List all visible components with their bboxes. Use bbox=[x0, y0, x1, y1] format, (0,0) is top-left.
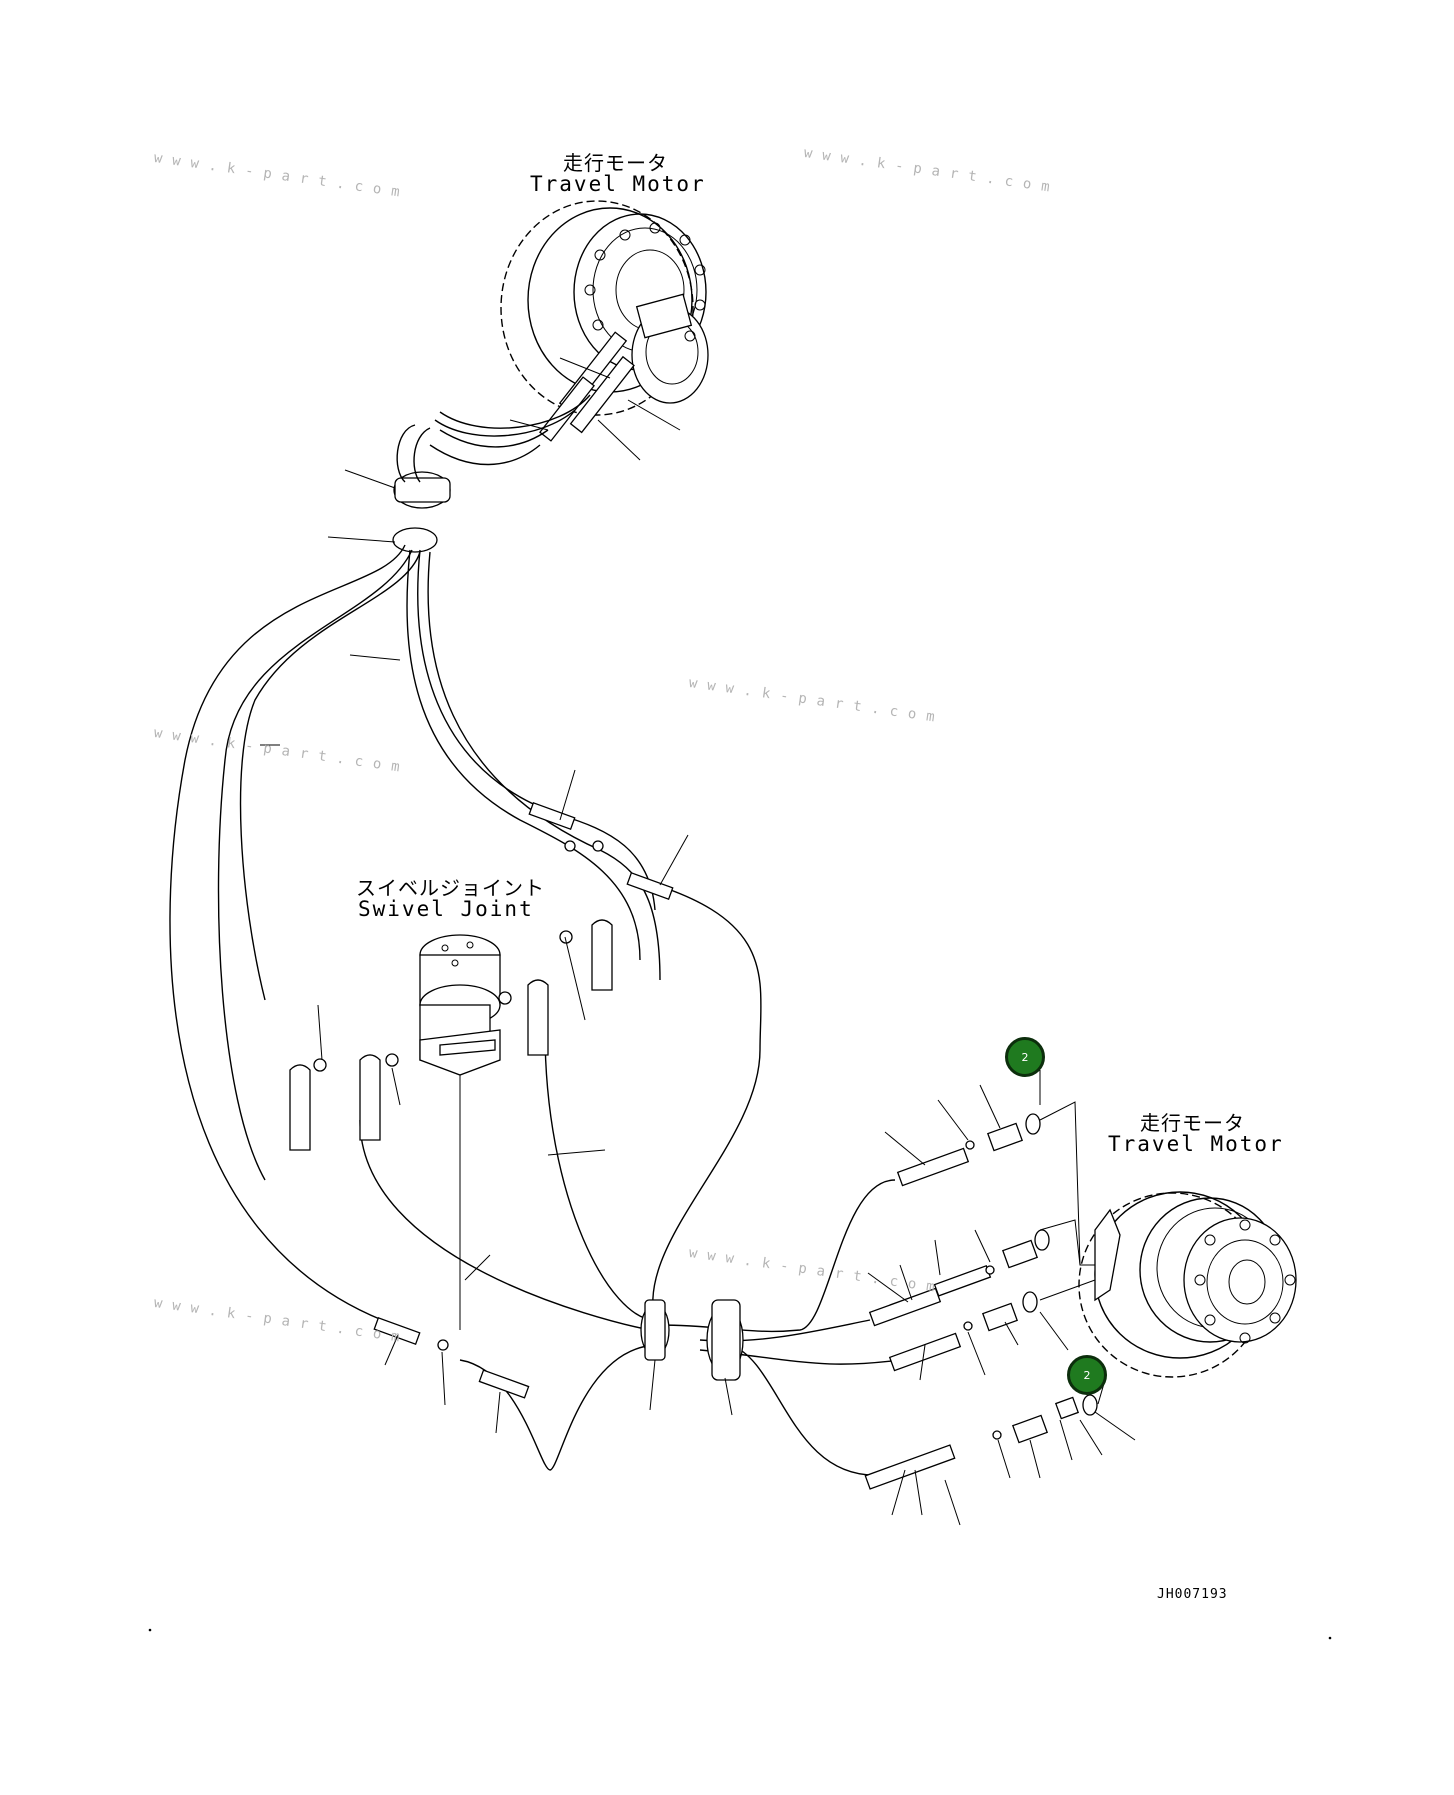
motor-right-fittings bbox=[864, 1101, 1106, 1490]
part-callout-2[interactable]: 2 bbox=[1005, 1037, 1045, 1077]
hose-clamps-top bbox=[392, 424, 451, 553]
drawing-id: JH007193 bbox=[1157, 1587, 1228, 1602]
leader-lines-middle bbox=[260, 654, 689, 1434]
travel-motor-right-label-en: Travel Motor bbox=[1108, 1132, 1284, 1156]
motor-top-hose-fittings bbox=[429, 331, 635, 466]
travel-motor-right-label-jp: 走行モータ bbox=[1140, 1111, 1245, 1135]
swivel-joint bbox=[419, 934, 501, 1330]
hose-clamps-center bbox=[640, 1299, 744, 1416]
swivel-joint-label-en: Swivel Joint bbox=[358, 897, 534, 921]
swivel-fittings bbox=[289, 802, 674, 1399]
leader-lines-top bbox=[327, 357, 681, 543]
corner-mark-left bbox=[148, 1628, 152, 1632]
travel-motor-right bbox=[1078, 1191, 1297, 1378]
part-callout-2[interactable]: 2 bbox=[1067, 1355, 1107, 1395]
leader-lines-right bbox=[867, 1070, 1136, 1526]
corner-mark-right bbox=[1328, 1636, 1332, 1640]
travel-motor-top-label-en: Travel Motor bbox=[530, 172, 706, 196]
swivel-joint-label-jp: スイベルジョイント bbox=[356, 876, 545, 900]
travel-motor-top bbox=[500, 200, 709, 416]
travel-motor-top-label-jp: 走行モータ bbox=[563, 151, 668, 175]
